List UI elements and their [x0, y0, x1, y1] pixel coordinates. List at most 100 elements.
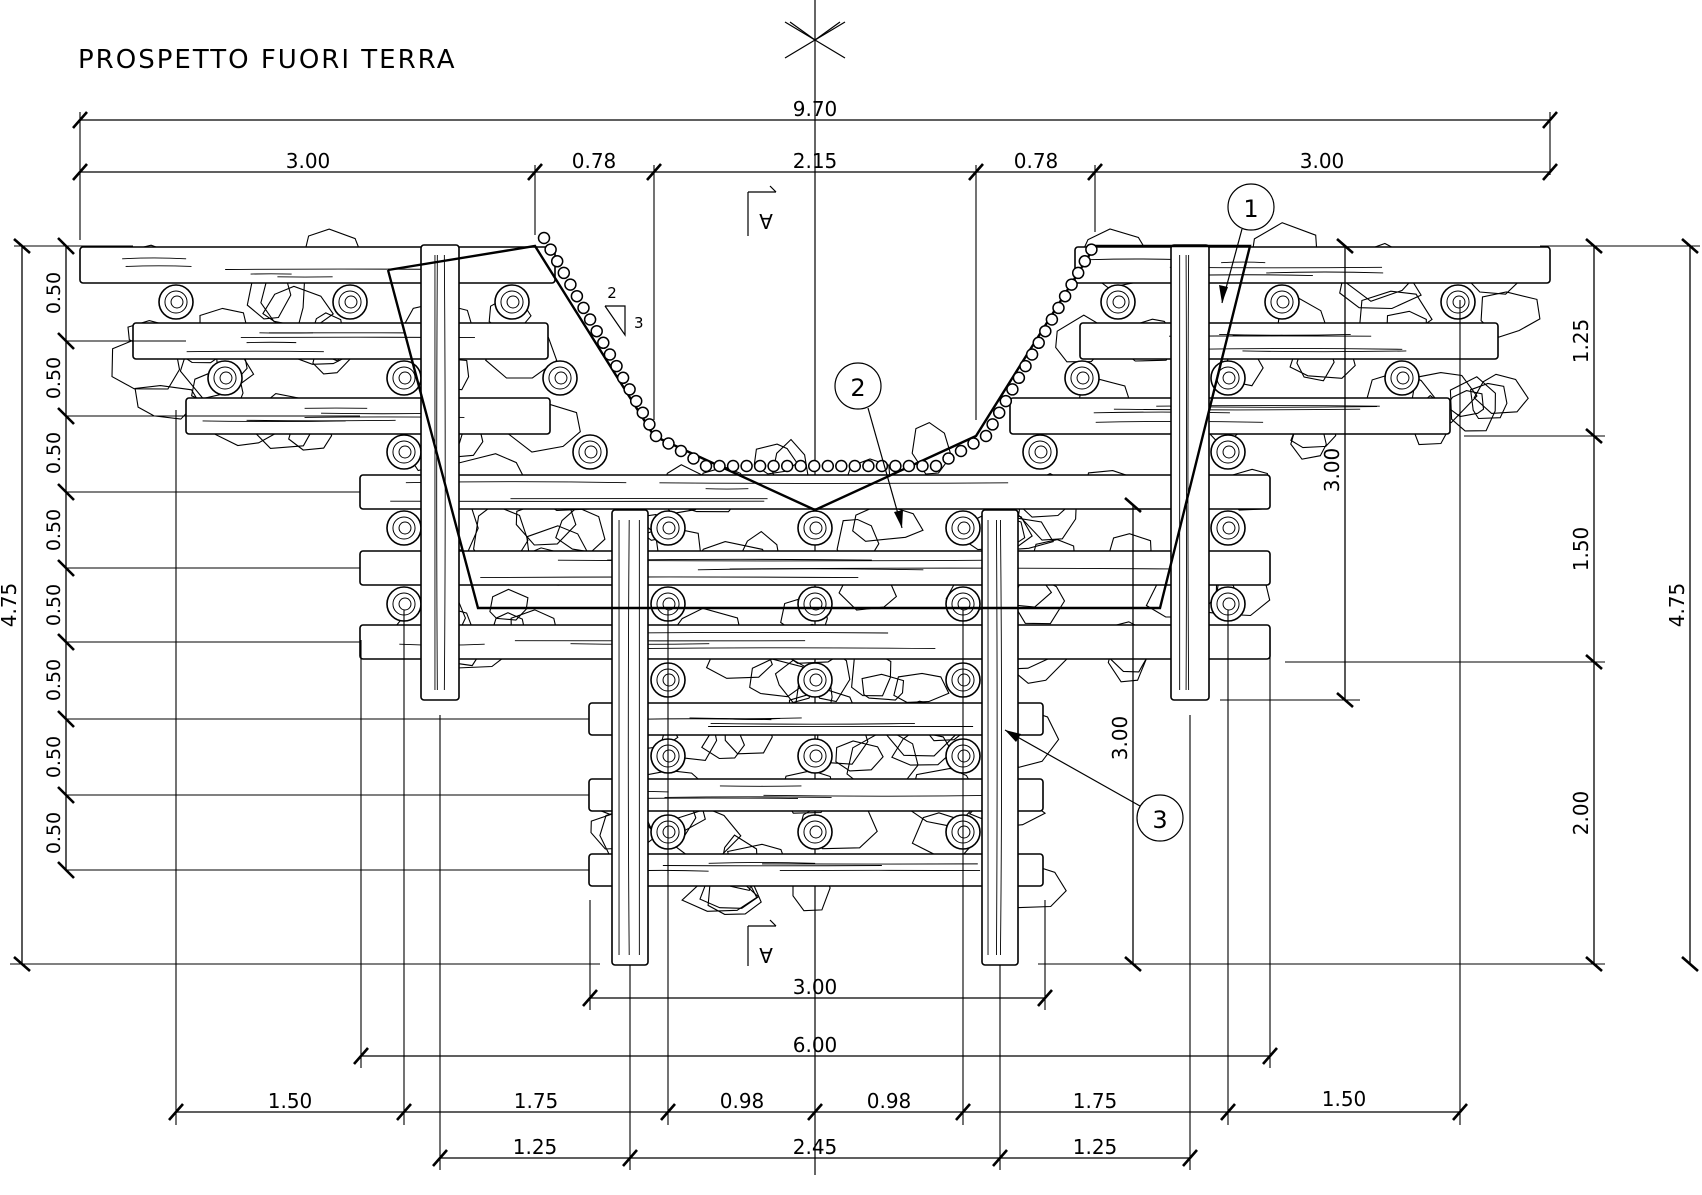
horizontal-log	[1075, 247, 1550, 283]
log-end-ring	[208, 361, 242, 395]
gravel-bead-icon	[981, 431, 992, 442]
dim-left-row-6: 0.50	[43, 659, 65, 701]
dim-bottom-r1-1: 1.50	[268, 1089, 313, 1113]
ring-outer	[1441, 285, 1475, 319]
gravel-bead-icon	[994, 407, 1005, 418]
gravel-bead-icon	[956, 446, 967, 457]
horizontal-log	[80, 247, 555, 283]
horizontal-log	[133, 323, 548, 359]
gravel-bead-icon	[741, 461, 752, 472]
ring-outer	[208, 361, 242, 395]
ring-outer	[573, 435, 607, 469]
north-arrow-icon	[785, 0, 845, 70]
dim-bottom-r1-3: 0.98	[720, 1089, 765, 1113]
log-body	[80, 247, 555, 283]
ring-outer	[1101, 285, 1135, 319]
callout-1: 1	[1219, 184, 1274, 303]
dim-right-seg-1: 1.25	[1569, 319, 1593, 364]
log-end-ring	[1441, 285, 1475, 319]
dim-bottom-r2-1: 1.25	[513, 1135, 558, 1159]
gravel-bead-icon	[849, 461, 860, 472]
gravel-bead-icon	[1079, 256, 1090, 267]
dim-bottom-r1-5: 1.75	[1073, 1089, 1118, 1113]
dim-left-row-7: 0.50	[43, 736, 65, 778]
log-body	[589, 779, 1043, 811]
dim-bottom-base: 3.00	[793, 975, 838, 999]
gravel-bead-icon	[591, 326, 602, 337]
section-label-bottom: A	[759, 943, 773, 967]
gravel-bead-icon	[631, 396, 642, 407]
gravel-bead-icon	[1033, 337, 1044, 348]
gravel-bead-icon	[714, 461, 725, 472]
horizontal-log	[589, 854, 1043, 886]
log-end-ring	[798, 815, 832, 849]
gravel-bead-icon	[782, 461, 793, 472]
dim-bottom-r1-4: 0.98	[867, 1089, 912, 1113]
dim-right-inner-1: 3.00	[1320, 448, 1344, 493]
gravel-bead-icon	[571, 291, 582, 302]
callout-2-label: 2	[850, 374, 865, 402]
dim-left-row-1: 0.50	[43, 272, 65, 314]
dim-bottom-mid: 6.00	[793, 1033, 838, 1057]
gravel-bead-icon	[931, 461, 942, 472]
slope-run: 3	[634, 314, 644, 332]
gravel-bead-icon	[1053, 302, 1064, 313]
gravel-bead-icon	[1007, 384, 1018, 395]
ring-outer	[651, 511, 685, 545]
log-end-ring	[1023, 435, 1057, 469]
log-end-ring	[333, 285, 367, 319]
gravel-bead-icon	[624, 384, 635, 395]
gravel-bead-icon	[1040, 326, 1051, 337]
drawing-title: PROSPETTO FUORI TERRA	[78, 45, 456, 75]
gravel-bead-icon	[809, 461, 820, 472]
ring-outer	[798, 815, 832, 849]
gravel-bead-icon	[768, 461, 779, 472]
gravel-bead-icon	[618, 372, 629, 383]
ring-outer	[1385, 361, 1419, 395]
dim-bottom-r2-3: 1.25	[1073, 1135, 1118, 1159]
gravel-bead-icon	[903, 461, 914, 472]
log-end-ring	[1101, 285, 1135, 319]
stone	[490, 589, 528, 620]
ring-outer	[1211, 511, 1245, 545]
dim-top-2: 0.78	[572, 149, 617, 173]
slope-ratio-symbol: 2 3	[605, 284, 644, 335]
gravel-bead-icon	[663, 438, 674, 449]
dim-top-4: 0.78	[1014, 149, 1059, 173]
gravel-bead-icon	[1027, 349, 1038, 360]
gravel-bead-icon	[822, 461, 833, 472]
horizontal-log	[1080, 323, 1498, 359]
gravel-bead-icon	[578, 302, 589, 313]
gravel-bead-icon	[558, 267, 569, 278]
stone	[836, 741, 883, 771]
gravel-bead-icon	[917, 461, 928, 472]
vertical-post	[1171, 245, 1209, 700]
dim-overall-width: 9.70	[793, 97, 838, 121]
dim-bottom-r1-6: 1.50	[1322, 1087, 1367, 1111]
log-body	[1075, 247, 1550, 283]
ring-outer	[333, 285, 367, 319]
log-end-ring	[495, 285, 529, 319]
section-label-top: A	[759, 209, 773, 233]
gravel-bead-icon	[1060, 291, 1071, 302]
gravel-bead-icon	[755, 461, 766, 472]
dim-left-row-2: 0.50	[43, 357, 65, 399]
gravel-bead-icon	[688, 453, 699, 464]
log-end-ring	[387, 435, 421, 469]
gravel-bead-icon	[1086, 244, 1097, 255]
ring-outer	[1211, 435, 1245, 469]
gravel-bead-icon	[676, 446, 687, 457]
dim-right-seg-2: 1.50	[1569, 527, 1593, 572]
vertical-post	[421, 245, 459, 700]
gravel-bead-icon	[604, 349, 615, 360]
gravel-bead-icon	[1000, 396, 1011, 407]
ring-outer	[159, 285, 193, 319]
callout-1-label: 1	[1243, 195, 1258, 223]
ring-outer	[1065, 361, 1099, 395]
ring-outer	[798, 739, 832, 773]
dim-left-row-8: 0.50	[43, 812, 65, 854]
gravel-bead-icon	[545, 244, 556, 255]
log-end-ring	[543, 361, 577, 395]
